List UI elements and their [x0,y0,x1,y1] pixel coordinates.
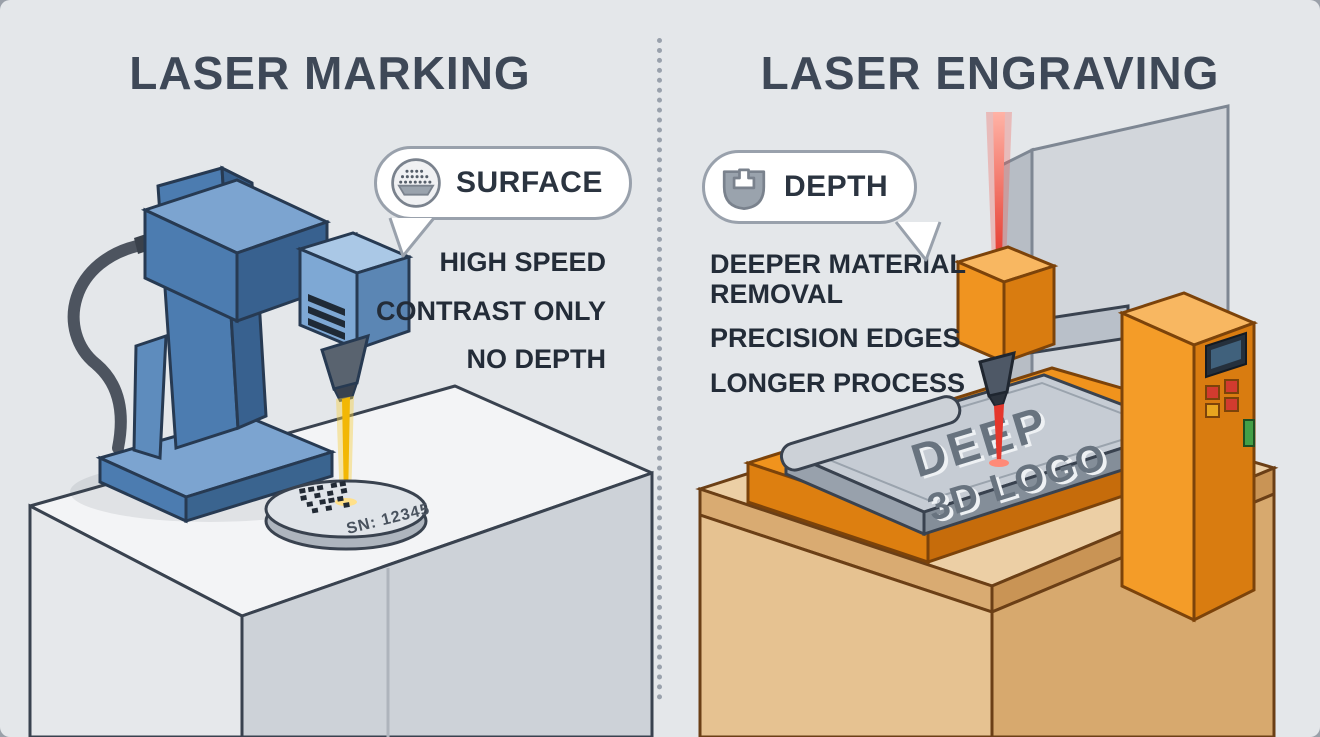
beam-impact-spot [989,459,1009,467]
vent-slots [308,294,345,340]
feature-item: NO DEPTH [466,344,606,375]
engraver-head [953,245,1059,408]
marking-features-list: HIGH SPEED CONTRAST ONLY NO DEPTH [375,247,606,394]
laser-marking-illustration: SN: 12345 [28,165,654,737]
laser-engraving-panel: LASER ENGRAVING [660,0,1320,737]
feature-item: PRECISION EDGES [710,323,961,354]
callout-tail-right [894,221,942,262]
feature-item: LONGER PROCESS [710,368,966,399]
laser-engraving-illustration: DEEP DEEP 3D LOGO 3D LOGO [695,104,1279,737]
power-indicator [1243,419,1255,447]
callout-tail-left [388,217,436,258]
feature-item: HIGH SPEED [439,247,606,277]
metal-disc: SN: 12345 [264,479,432,551]
surface-callout-bubble: SURFACE [374,146,632,220]
marking-beam [336,396,354,502]
feature-item: CONTRAST ONLY [375,295,606,326]
laser-marking-panel: LASER MARKING [28,47,654,737]
engraving-features-list: DEEPER MATERIAL REMOVAL PRECISION EDGES … [710,249,972,414]
depth-callout-bubble: DEPTH [702,150,918,224]
lens-cone [320,333,371,391]
engraving-beam-lower [989,404,1009,467]
control-tower [1117,291,1259,623]
engraving-beam-upper [986,112,1012,264]
control-buttons [1205,379,1239,418]
depth-callout-label: DEPTH [784,170,889,203]
engraved-plate: DEEP DEEP 3D LOGO 3D LOGO [779,373,1189,537]
laser-marking-title: LASER MARKING [129,47,531,99]
laser-engraving-title: LASER ENGRAVING [760,47,1220,99]
gantry-rail [779,395,962,472]
surface-texture-icon [391,158,441,208]
power-cable [67,238,152,454]
surface-callout-label: SURFACE [456,166,603,199]
depth-groove-icon [722,168,766,210]
fiber-laser-machine [95,165,414,524]
qr-code-mark [299,480,350,514]
panel-divider [657,38,662,700]
